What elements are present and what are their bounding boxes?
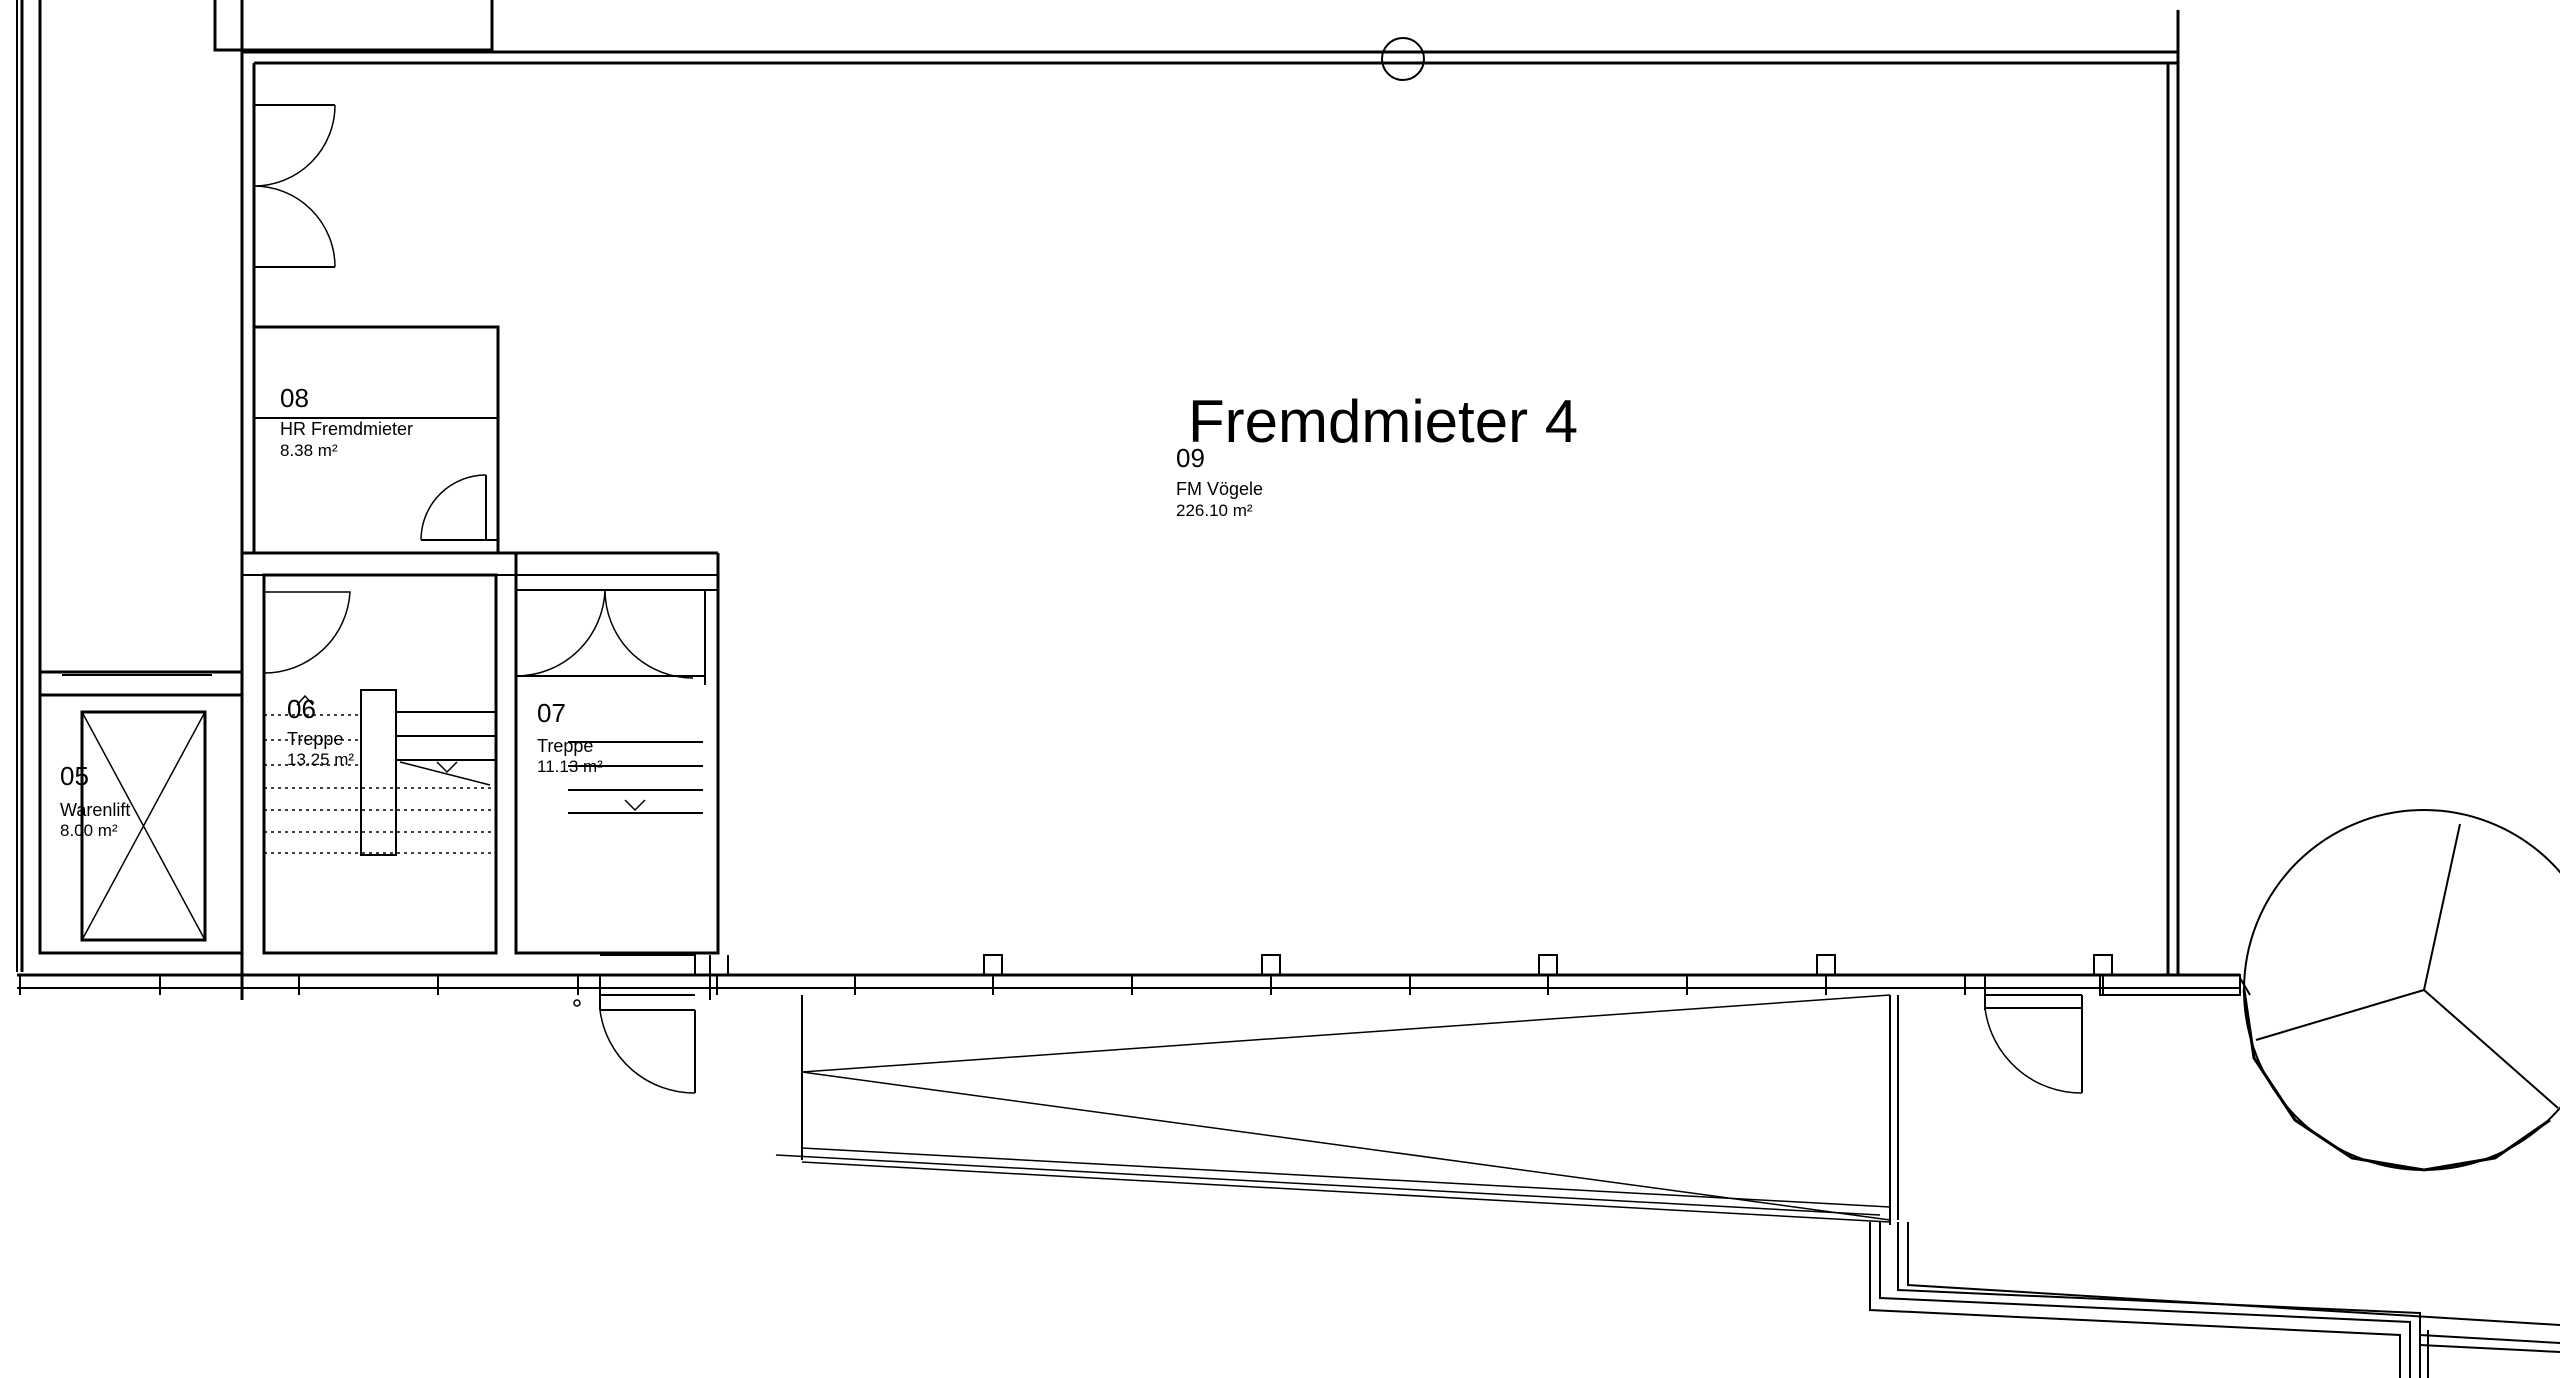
revolving-door-icon [2239,809,2560,1172]
room-05-elevator [38,672,244,955]
room-07-stair [514,553,720,955]
room-name: FM Vögele [1176,479,1263,499]
room-05-label: 05 Warenlift 8.00 m² [60,761,130,840]
room-number: 09 [1176,443,1205,473]
room-number: 07 [537,698,566,728]
zone-label: Fremdmieter 4 [1188,388,1578,455]
room-name: HR Fremdmieter [280,419,413,439]
room-06-label: 06 Treppe 13.25 m² [287,694,354,769]
exterior-walls [16,0,2180,1000]
south-facade [17,954,2240,1007]
double-door-icon [253,104,336,268]
ramp [775,994,2560,1378]
side-door-icon [1984,974,2241,1094]
entrance-door-icon [599,954,729,1094]
room-name: Treppe [287,729,343,749]
room-name: Warenlift [60,800,130,820]
room-area: 226.10 m² [1176,501,1253,520]
room-name: Treppe [537,736,593,756]
room-09-label: 09 FM Vögele 226.10 m² [1176,443,1263,520]
room-area: 13.25 m² [287,750,354,769]
room-number: 06 [287,694,316,724]
room-number: 08 [280,383,309,413]
room-07-label: 07 Treppe 11.13 m² [537,698,603,776]
column-icon [1381,37,1425,81]
room-area: 8.00 m² [60,821,118,840]
facade-piers [983,954,2113,995]
room-06-stair [242,573,718,955]
room-area: 11.13 m² [537,757,603,776]
room-08-label: 08 HR Fremdmieter 8.38 m² [280,383,413,460]
room-area: 8.38 m² [280,441,338,460]
room-08-walls [242,325,718,555]
room-number: 05 [60,761,89,791]
